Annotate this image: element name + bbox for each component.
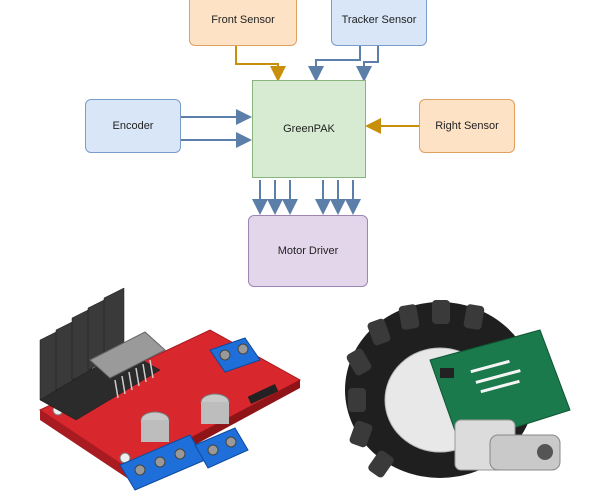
tracker-sensor-node: Tracker Sensor [331, 0, 427, 46]
arrows-greenpak-to-motor-driver [252, 180, 361, 215]
motor-driver-node: Motor Driver [248, 215, 368, 287]
encoder-node: Encoder [85, 99, 181, 153]
front-sensor-label: Front Sensor [211, 14, 275, 26]
greenpak-node: GreenPAK [252, 80, 366, 178]
right-sensor-label: Right Sensor [435, 120, 499, 132]
arrow-tracker-to-greenpak-1 [308, 46, 361, 82]
motor-driver-board-photo [38, 287, 302, 491]
encoder-label: Encoder [112, 120, 154, 132]
motor-driver-label: Motor Driver [277, 245, 339, 257]
arrow-tracker-to-greenpak-2 [356, 46, 379, 82]
wheel-encoder-photo [345, 300, 571, 478]
tracker-sensor-label: Tracker Sensor [341, 14, 417, 26]
right-sensor-node: Right Sensor [419, 99, 515, 153]
arrow-front-to-greenpak [235, 46, 286, 82]
front-sensor-node: Front Sensor [189, 0, 297, 46]
photos [38, 287, 571, 491]
greenpak-label: GreenPAK [283, 123, 335, 135]
diagram-connections [181, 46, 419, 215]
